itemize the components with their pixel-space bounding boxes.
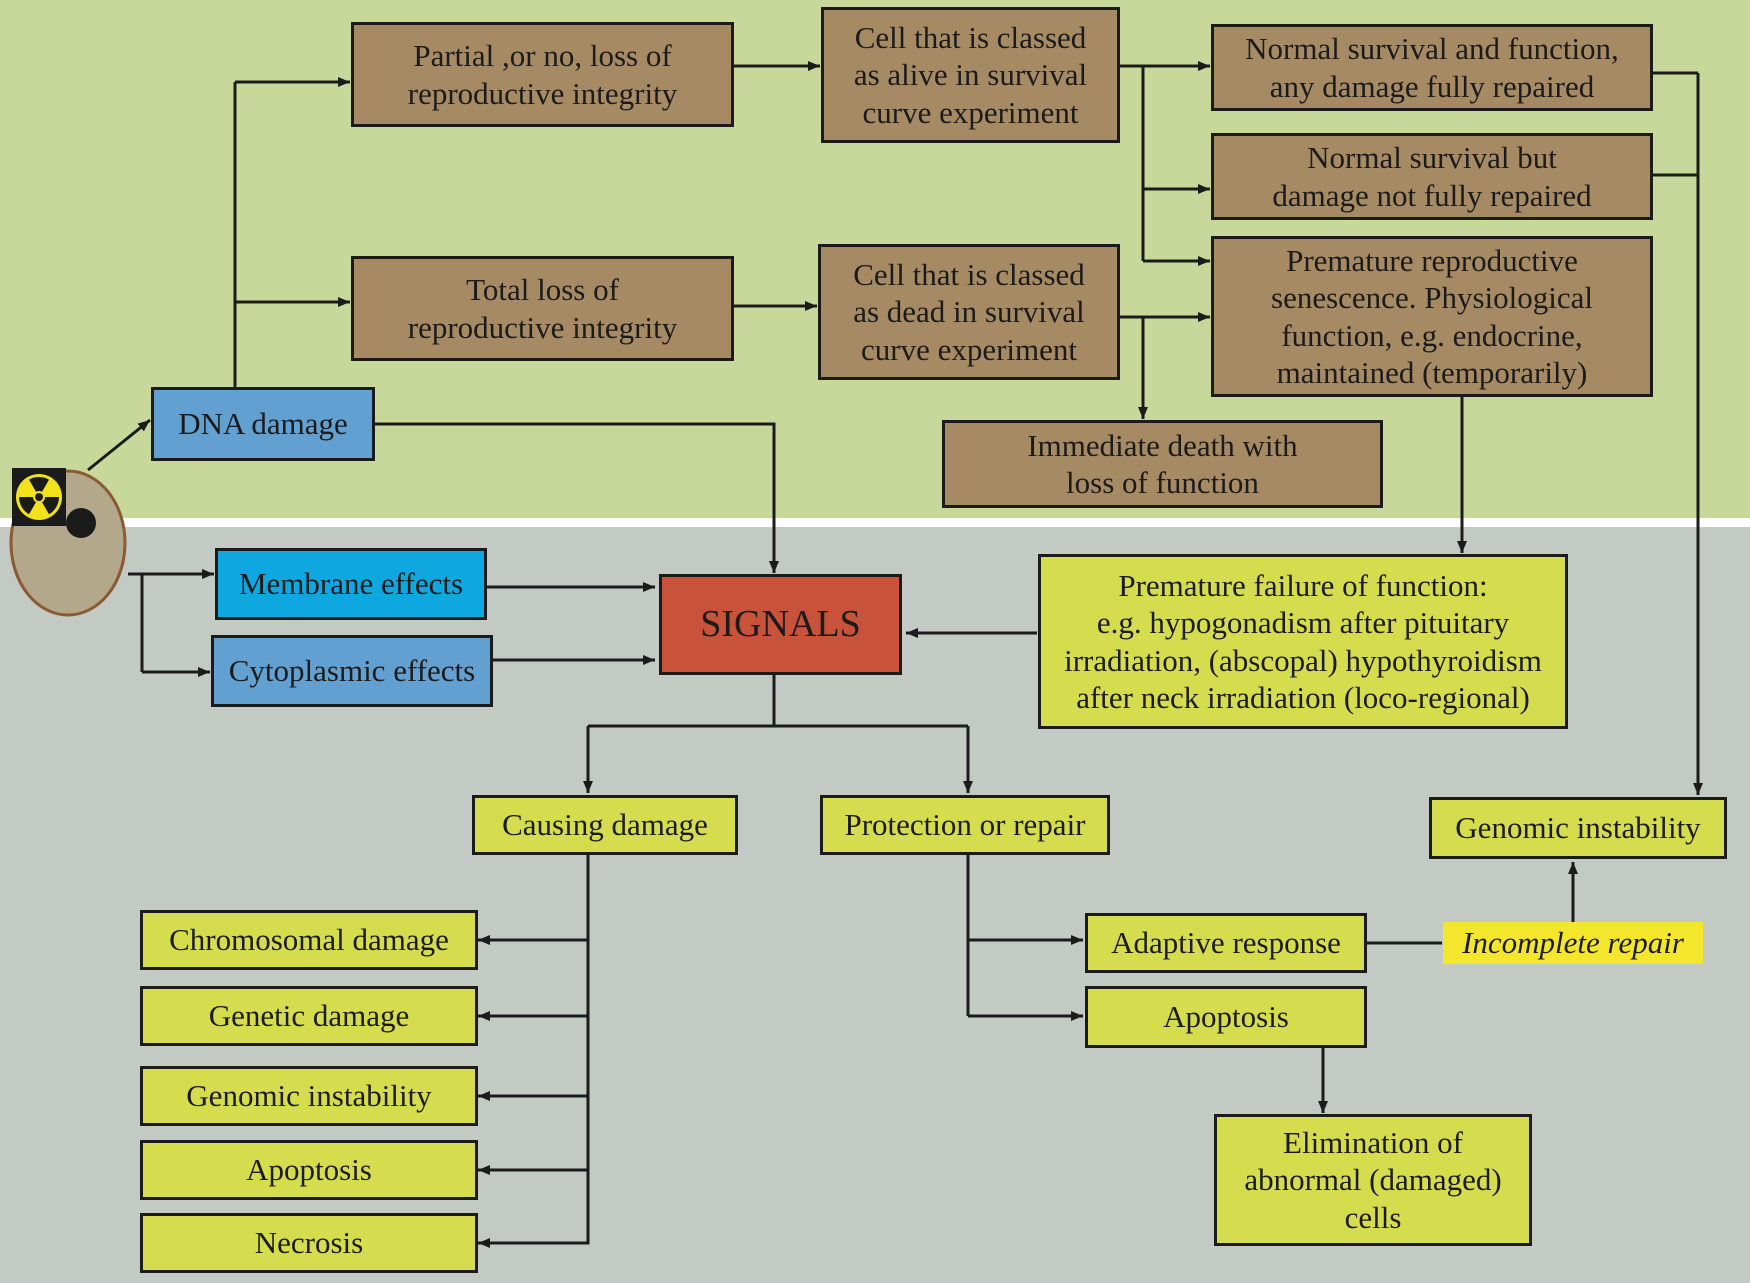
line-cell-effects bbox=[128, 572, 144, 672]
dead-cell-box: Cell that is classed as dead in survival… bbox=[818, 244, 1120, 380]
adaptive-response-box: Adaptive response bbox=[1085, 913, 1367, 973]
normal-repaired-box: Normal survival and function, any damage… bbox=[1211, 24, 1653, 111]
membrane-effects-box: Membrane effects bbox=[215, 548, 487, 620]
arrow-cell-dna bbox=[87, 418, 151, 472]
senescence-box: Premature reproductive senescence. Physi… bbox=[1211, 236, 1653, 397]
arrow-dna-signals bbox=[373, 422, 779, 573]
elimination-box: Elimination of abnormal (damaged) cells bbox=[1214, 1114, 1532, 1246]
chromosomal-damage-box: Chromosomal damage bbox=[140, 910, 478, 970]
immediate-death-box: Immediate death with loss of function bbox=[942, 420, 1383, 508]
line-causing-trunk bbox=[585, 852, 590, 1245]
irradiated-cell-icon bbox=[9, 468, 127, 617]
incomplete-repair-label: Incomplete repair bbox=[1443, 922, 1703, 964]
premature-failure-box: Premature failure of function: e.g. hypo… bbox=[1038, 554, 1568, 729]
radiation-trefoil-icon bbox=[12, 468, 66, 526]
genomic-instability-right-box: Genomic instability bbox=[1429, 797, 1727, 859]
signals-box: SIGNALS bbox=[659, 574, 902, 675]
total-loss-box: Total loss of reproductive integrity bbox=[351, 256, 734, 361]
protection-repair-box: Protection or repair bbox=[820, 795, 1110, 855]
cytoplasmic-effects-box: Cytoplasmic effects bbox=[211, 635, 493, 707]
partial-loss-box: Partial ,or no, loss of reproductive int… bbox=[351, 22, 734, 127]
genetic-damage-box: Genetic damage bbox=[140, 986, 478, 1046]
line-alive-branch bbox=[1118, 64, 1145, 261]
causing-damage-box: Causing damage bbox=[472, 795, 738, 855]
dna-damage-box: DNA damage bbox=[151, 387, 375, 461]
necrosis-box: Necrosis bbox=[140, 1213, 478, 1273]
apoptosis-left-box: Apoptosis bbox=[140, 1140, 478, 1200]
normal-not-repaired-box: Normal survival but damage not fully rep… bbox=[1211, 133, 1653, 220]
genomic-instability-left-box: Genomic instability bbox=[140, 1066, 478, 1126]
apoptosis-right-box: Apoptosis bbox=[1085, 986, 1367, 1048]
alive-cell-box: Cell that is classed as alive in surviva… bbox=[821, 7, 1120, 143]
